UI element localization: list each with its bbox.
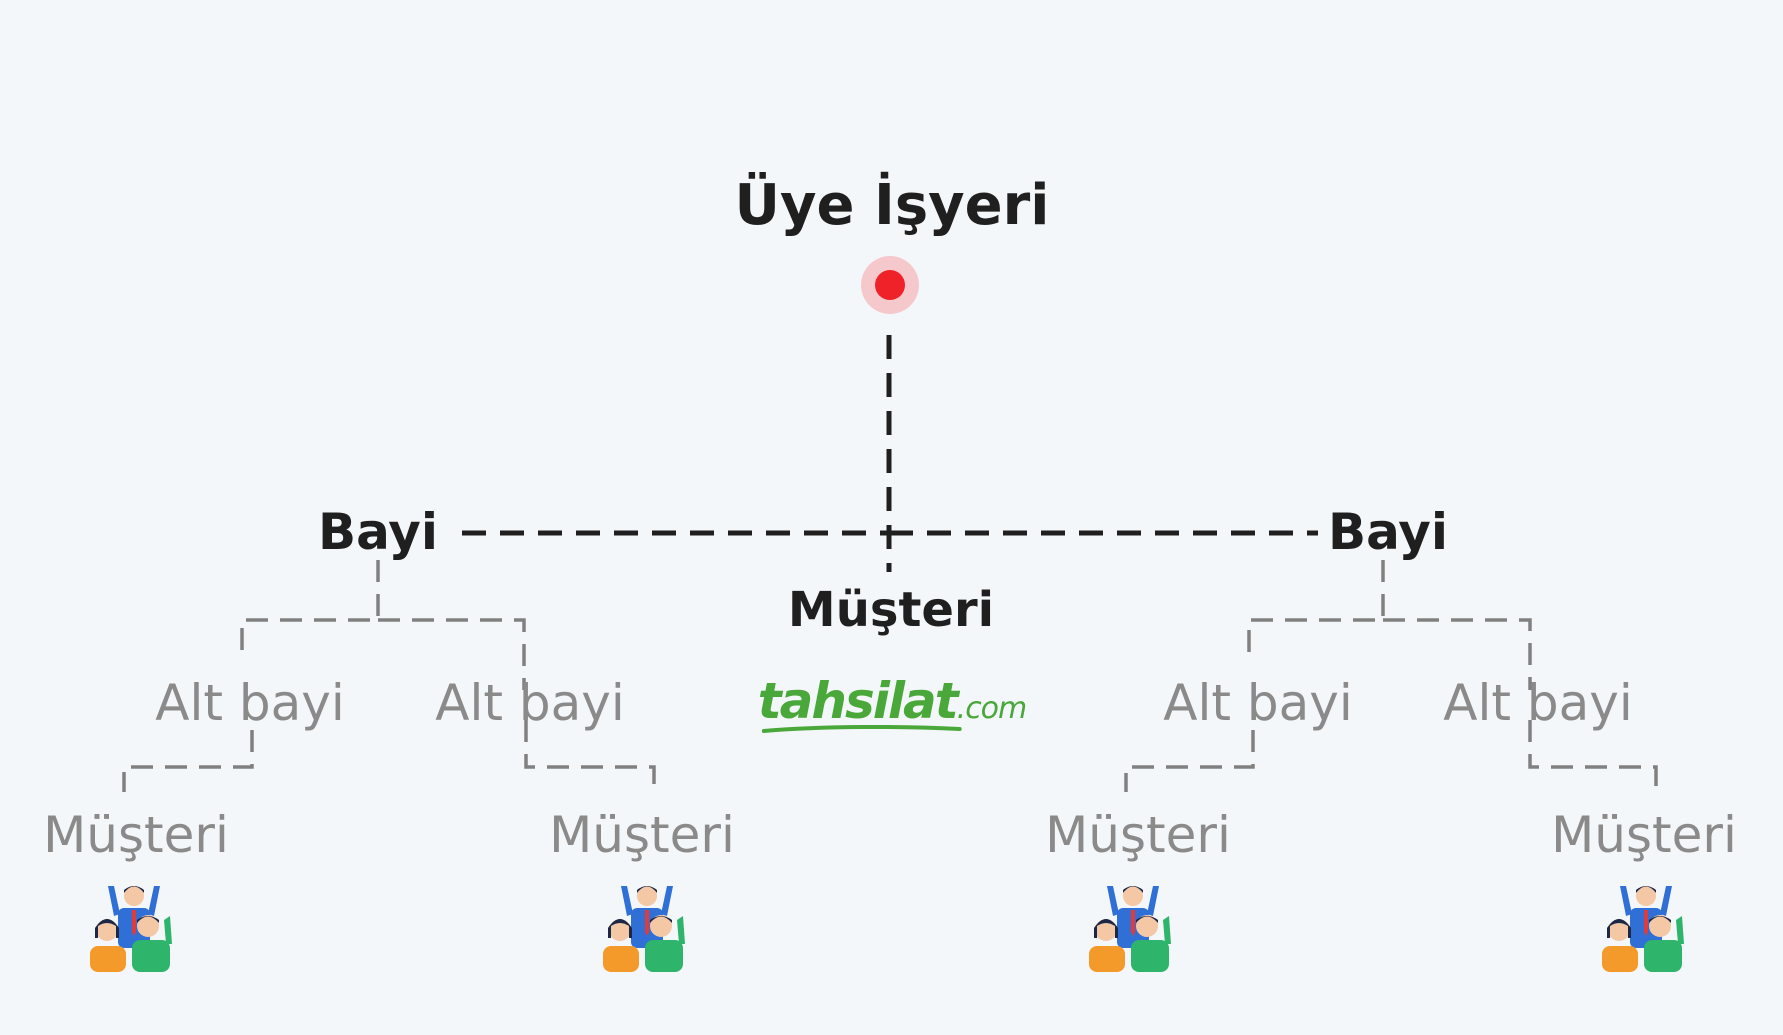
right-altbayi1-to-musteri <box>1124 730 1255 792</box>
musteri-label: Müşteri <box>43 806 229 864</box>
center-musteri-label: Müşteri <box>787 582 995 638</box>
right-bayi-to-altbayi-2 <box>1383 618 1532 690</box>
right-bayi-to-altbayi-1 <box>1247 560 1385 660</box>
alt-bayi-label: Alt bayi <box>435 674 625 732</box>
left-bayi-to-altbayi-1 <box>240 560 380 660</box>
musteri-label: Müşteri <box>1551 806 1737 864</box>
alt-bayi-label: Alt bayi <box>1163 674 1353 732</box>
brand-logo: tahsilat.com <box>758 676 1028 733</box>
group-of-people-icon <box>599 880 695 972</box>
root-dot <box>875 270 905 300</box>
root-label: Üye İşyeri <box>734 173 1050 238</box>
bayi-right-label: Bayi <box>1327 503 1449 561</box>
group-of-people-icon <box>1598 880 1694 972</box>
bayi-left-label: Bayi <box>317 503 439 561</box>
group-of-people-icon <box>1085 880 1181 972</box>
brand-name: tahsilat <box>757 672 959 730</box>
alt-bayi-label: Alt bayi <box>1443 674 1633 732</box>
group-of-people-icon <box>86 880 182 972</box>
left-altbayi2-to-musteri <box>524 720 656 792</box>
left-bayi-to-altbayi-2 <box>378 618 526 690</box>
brand-swoosh-icon <box>761 724 962 733</box>
musteri-label: Müşteri <box>1045 806 1231 864</box>
brand-domain: .com <box>956 691 1028 726</box>
left-altbayi1-to-musteri <box>122 730 254 792</box>
musteri-label: Müşteri <box>549 806 735 864</box>
right-altbayi2-to-musteri <box>1528 720 1658 792</box>
alt-bayi-label: Alt bayi <box>155 674 345 732</box>
